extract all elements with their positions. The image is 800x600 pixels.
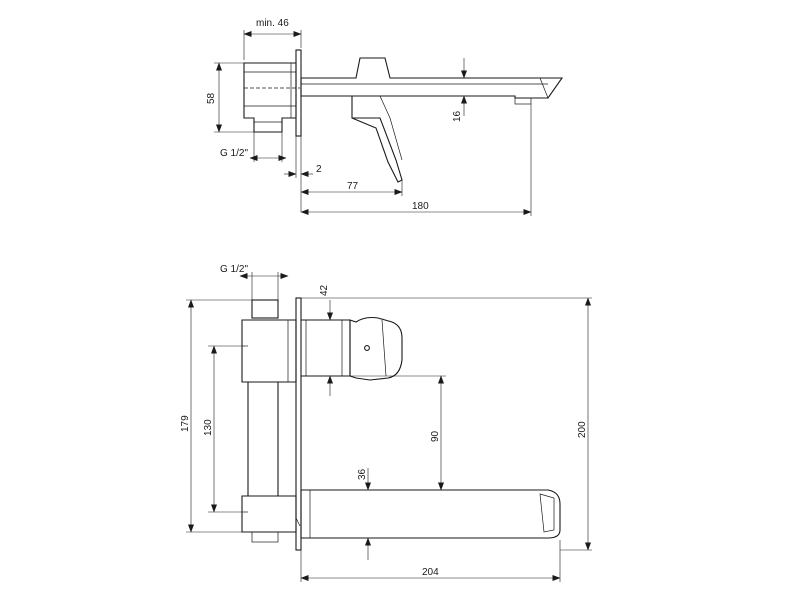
front-indicator-dot [364, 345, 370, 351]
dim-42: 42 [319, 284, 330, 296]
front-lever-handle [349, 316, 403, 381]
front-wall-plate [295, 297, 302, 551]
dim-36: 36 [357, 468, 368, 480]
dim-77: 77 [347, 181, 359, 192]
front-upper-body [241, 319, 297, 383]
dim-179: 179 [180, 415, 191, 432]
front-view: G 1/2" 42 179 130 90 36 200 [180, 264, 592, 582]
dim-58: 58 [206, 92, 217, 104]
dim-thread-front: G 1/2" [220, 264, 248, 275]
front-spout [300, 489, 561, 539]
side-lever [351, 96, 403, 183]
side-aerator [514, 97, 532, 105]
dim-180: 180 [412, 201, 429, 212]
dim-130: 130 [203, 419, 214, 436]
front-cartridge [301, 319, 351, 377]
side-wall-plate [295, 49, 302, 137]
dim-200: 200 [577, 421, 588, 438]
dim-90: 90 [430, 430, 441, 442]
dim-16: 16 [452, 110, 463, 122]
front-vertical-pipe [247, 382, 279, 497]
dim-thread-side: G 1/2" [220, 148, 248, 159]
dim-min-46: min. 46 [256, 18, 289, 29]
front-top-inlet [251, 299, 279, 319]
front-lower-body [241, 495, 297, 533]
dim-2: 2 [316, 164, 322, 175]
front-bottom-inlet [251, 531, 279, 543]
side-spout [300, 57, 564, 99]
side-view: min. 46 58 G 1/2" 2 77 180 16 [206, 18, 564, 216]
dim-204: 204 [422, 567, 439, 578]
